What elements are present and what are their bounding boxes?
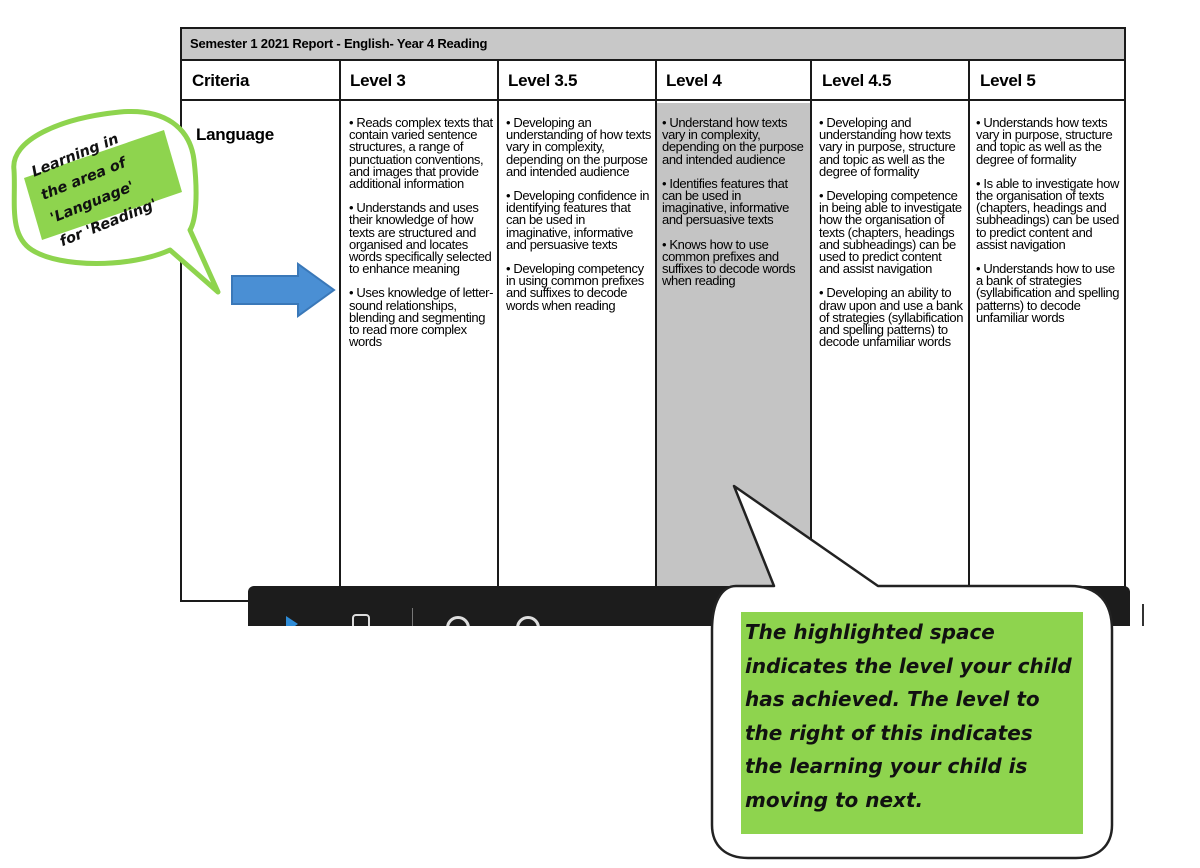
level-3-point: • Understands and uses their knowledge o… [349,200,492,277]
column-divider [497,61,499,600]
highlighted-level-cell [656,103,810,600]
level-5-point: • Understands how to use a bank of strat… [976,261,1120,325]
col-header-level-3: Level 3 [350,71,406,90]
grid-icon[interactable] [352,614,370,626]
callout-right-line: moving to next. [745,787,924,812]
level-4-5-point: • Developing and understanding how texts… [819,115,956,179]
report-title: Semester 1 2021 Report - English- Year 4… [182,29,1124,61]
cell-level-3: • Reads complex texts that contain varie… [349,115,495,360]
level-4-point: • Understand how texts vary in complexit… [662,115,804,167]
col-header-level-5: Level 5 [980,71,1036,90]
header-row: Criteria Level 3 Level 3.5 Level 4 Level… [182,61,1124,101]
level-3-5-point: • Developing an understanding of how tex… [506,115,651,179]
report-table: Semester 1 2021 Report - English- Year 4… [180,27,1126,602]
level-5-point: • Is able to investigate how the organis… [976,175,1119,252]
col-header-criteria: Criteria [192,71,250,90]
callout-right-line: the learning your child is [745,754,1028,778]
col-header-level-4: Level 4 [666,71,722,90]
col-header-level-3-5: Level 3.5 [508,71,578,90]
level-3-5-point: • Developing competency in using common … [506,261,644,313]
edge-mark [1142,604,1144,626]
level-3-point: • Reads complex texts that contain varie… [349,115,493,192]
criteria-language-label: Language [196,125,274,144]
circle-icon[interactable] [516,616,540,626]
level-4-5-point: • Developing an ability to draw upon and… [819,285,964,350]
play-icon[interactable] [286,616,298,626]
callout-right-line: The highlighted space [745,620,995,644]
cell-level-3-5: • Developing an understanding of how tex… [506,115,652,324]
level-3-5-point: • Developing confidence in identifying f… [506,188,650,252]
cell-level-4: • Understand how texts vary in complexit… [662,115,806,299]
speech-bubble-left [11,108,221,295]
col-header-level-4-5: Level 4.5 [822,71,892,90]
level-5-point: • Understands how texts vary in purpose,… [976,115,1113,167]
column-divider [339,61,341,600]
column-divider [968,61,970,600]
level-4-5-point: • Developing competence in being able to… [819,188,962,277]
column-divider [810,61,812,600]
callout-right-line: indicates the level your child [745,653,1072,678]
column-divider [655,61,657,600]
circle-icon[interactable] [446,616,470,626]
level-3-point: • Uses knowledge of letter-sound relatio… [349,285,494,350]
level-4-point: • Knows how to use common prefixes and s… [662,236,796,289]
cell-level-5: • Understands how texts vary in purpose,… [976,115,1120,336]
callout-right-text: The highlighted space indicates the leve… [741,612,1083,834]
toolbar-separator [412,608,413,626]
cell-level-4-5: • Developing and understanding how texts… [819,115,965,360]
level-4-point: • Identifies features that can be used i… [662,175,789,228]
callout-right-line: has achieved. The level to [745,687,1040,711]
arrow-right-icon [231,262,336,318]
callout-right-line: the right of this indicates [745,720,1033,745]
